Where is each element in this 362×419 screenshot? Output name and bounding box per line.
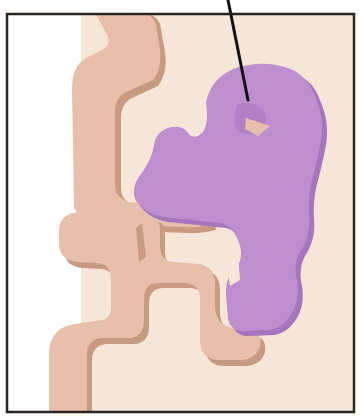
anatomical-diagram — [0, 0, 362, 419]
